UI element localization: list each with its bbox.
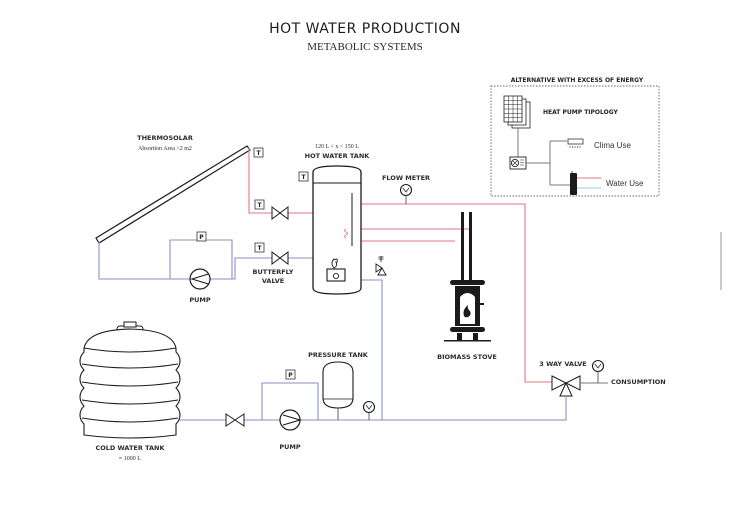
- svg-text:T: T: [301, 174, 306, 181]
- three-way-valve-label: 3 WAY VALVE: [539, 360, 586, 368]
- pressure-gauge-icon: [362, 400, 376, 420]
- hot-water-tank: [312, 165, 362, 295]
- butterfly-valve-icon[interactable]: [271, 251, 289, 265]
- flow-meter-label: FLOW METER: [382, 174, 430, 182]
- cold-pump-icon[interactable]: [279, 409, 302, 431]
- solar-panel-icon: [503, 95, 531, 129]
- cold-water-valve-icon[interactable]: [225, 413, 245, 427]
- diagram-subtitle: METABOLIC SYSTEMS: [307, 41, 423, 53]
- hot-pipe-valve-icon[interactable]: [271, 206, 289, 220]
- solar-collector-panel: [95, 145, 251, 244]
- cold-pump-label: PUMP: [279, 443, 301, 451]
- butterfly-valve-label-2: VALVE: [262, 277, 284, 285]
- heat-pump-unit-icon: [509, 156, 527, 170]
- biomass-stove-icon: [444, 212, 491, 342]
- butterfly-valve-label-1: BUTTERFLY: [253, 268, 294, 276]
- consumption-label: CONSUMPTION: [611, 378, 666, 386]
- cold-pipes: [98, 239, 567, 421]
- biomass-stove-label: BIOMASS STOVE: [437, 353, 497, 361]
- water-heater-icon: [570, 173, 577, 195]
- svg-text:T: T: [257, 245, 262, 252]
- svg-text:T: T: [257, 202, 262, 209]
- cold-water-tank-icon: [79, 321, 181, 439]
- clima-use-label: Clima Use: [594, 141, 631, 150]
- svg-text:P: P: [199, 234, 204, 241]
- thermosolar-area-label: Absortion Area >2 m2: [138, 146, 192, 152]
- flame-icon: [331, 258, 338, 269]
- pressure-sensor-solar: P: [196, 231, 207, 242]
- flow-meter-gauge-icon: [399, 183, 413, 204]
- pressure-sensor-cold: P: [285, 369, 296, 380]
- temperature-sensor-panel: T: [253, 147, 264, 158]
- three-way-valve-icon[interactable]: [551, 375, 581, 397]
- solar-pump-icon[interactable]: [189, 268, 211, 290]
- alternative-dotted-frame: [490, 85, 660, 197]
- svg-text:T: T: [256, 150, 261, 157]
- cold-water-tank-capacity: ≈ 1000 L: [119, 456, 141, 462]
- cold-water-tank-label: COLD WATER TANK: [95, 444, 165, 452]
- air-conditioner-icon: [567, 138, 584, 148]
- temperature-sensor-tank: T: [298, 171, 309, 182]
- temperature-sensor-cold-pipe: T: [254, 242, 265, 253]
- thermosolar-label: THERMOSOLAR: [137, 134, 193, 142]
- relief-valve-icon[interactable]: [375, 256, 387, 276]
- diagram-title: HOT WATER PRODUCTION: [269, 21, 461, 37]
- burner-icon: [326, 268, 346, 282]
- hot-water-tank-capacity: 120 L < x < 150 L: [315, 144, 359, 150]
- heat-pump-tipology-label: HEAT PUMP TIPOLOGY: [543, 109, 619, 116]
- alternative-title: ALTERNATIVE WITH EXCESS OF ENERGY: [511, 77, 644, 84]
- consumption-gauge-icon: [591, 359, 605, 383]
- heat-pump-branch-lines: [526, 140, 572, 186]
- svg-text:P: P: [288, 372, 293, 379]
- water-use-label: Water Use: [606, 179, 644, 188]
- hot-water-tank-label: HOT WATER TANK: [305, 152, 371, 160]
- pressure-tank-label: PRESSURE TANK: [308, 351, 369, 359]
- solar-pump-label: PUMP: [189, 296, 211, 304]
- hot-pipes: [248, 148, 552, 383]
- pressure-tank-icon: [322, 361, 354, 420]
- heating-coil-icon: [344, 228, 348, 239]
- alternative-box: ALTERNATIVE WITH EXCESS OF ENERGY HEAT P…: [490, 77, 660, 197]
- temperature-sensor-hot-pipe: T: [254, 199, 265, 210]
